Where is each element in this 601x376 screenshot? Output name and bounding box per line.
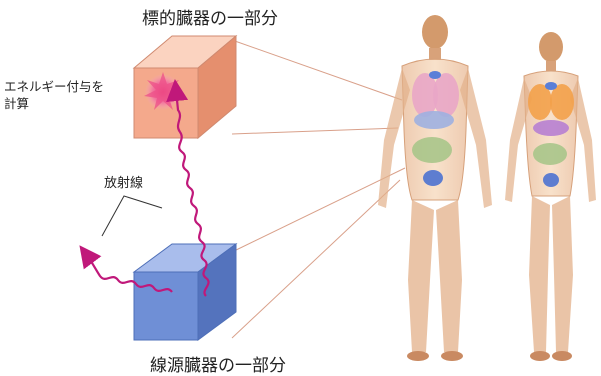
female-phantom-figure [505,32,596,361]
target-organ-label: 標的臓器の一部分 [142,4,278,29]
energy-deposition-note: エネルギー付与を 計算 [4,78,104,112]
connector-lines [232,40,405,338]
source-organ-label: 線源臓器の一部分 [150,351,286,376]
energy-note-line1: エネルギー付与を [4,78,104,95]
target-organ-cube [134,36,236,138]
radiation-label: 放射線 [104,172,143,191]
energy-note-line2: 計算 [4,95,104,112]
radiation-label-bracket [102,196,162,236]
male-phantom-figure [378,15,492,361]
source-organ-cube [134,244,236,340]
